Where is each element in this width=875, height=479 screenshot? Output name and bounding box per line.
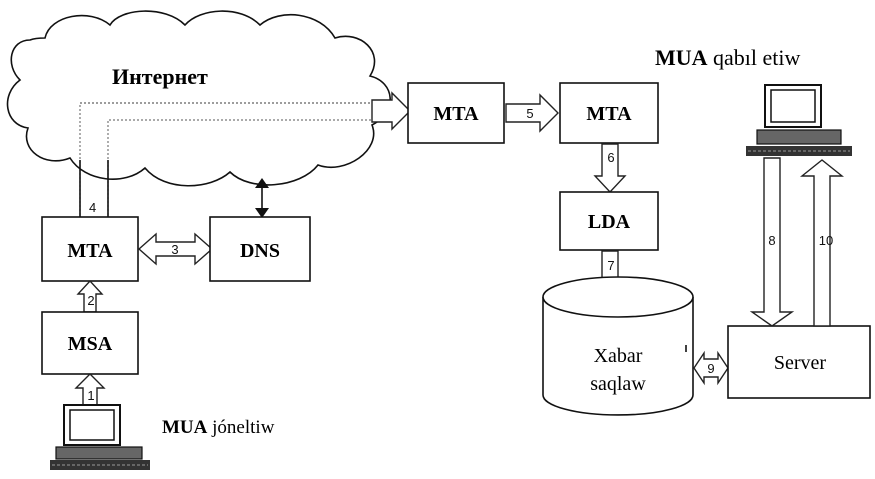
- step-9-label: 9: [707, 361, 714, 376]
- dns-label: DNS: [240, 240, 280, 262]
- step-1-label: 1: [87, 388, 94, 403]
- relay-to-dest-arrow: [505, 93, 559, 133]
- storage-label-line1: Xabar: [594, 345, 643, 367]
- internet-to-mta-arrow: [371, 91, 411, 131]
- mua-to-msa-arrow: [74, 373, 106, 406]
- dns-box: [209, 216, 311, 282]
- server-label: Server: [774, 352, 827, 374]
- mua-send-rest: jóneltiw: [207, 417, 274, 438]
- mua-send-label: MUA jóneltiw: [162, 417, 275, 438]
- mua-to-server-arrow: [749, 157, 795, 327]
- message-storage-cylinder: [542, 276, 694, 416]
- dns-internet-arrow-up: [255, 178, 269, 188]
- mta-relay-box: [407, 82, 505, 144]
- step-5-label: 5: [526, 106, 533, 121]
- mta-to-lda-arrow: [593, 143, 627, 194]
- internet-cloud: [6, 10, 391, 187]
- step-2-label: 2: [87, 293, 94, 308]
- mua-send-bold: MUA: [162, 417, 208, 438]
- step-3-label: 3: [171, 242, 178, 257]
- lda-box: [559, 191, 659, 251]
- mta-sender-label: MTA: [67, 240, 113, 262]
- server-to-mua-arrow: [800, 159, 844, 327]
- lda-label: LDA: [588, 211, 631, 233]
- mta-dest-box: [559, 82, 659, 144]
- internet-label: Интернет: [112, 64, 208, 89]
- step-7-label: 7: [607, 258, 614, 273]
- mta-relay-label: MTA: [433, 103, 479, 125]
- dns-internet-arrow-down: [255, 208, 269, 218]
- mua-receive-label: MUA qabıl etiw: [655, 45, 801, 70]
- receiver-computer-icon: [746, 84, 852, 156]
- mua-receive-bold: MUA: [655, 45, 708, 70]
- server-box: [727, 325, 871, 399]
- step-10-label: 10: [819, 233, 833, 248]
- step-4-label: 4: [89, 200, 96, 215]
- msa-to-mta-arrow: [76, 279, 104, 313]
- mua-receive-rest: qabıl etiw: [708, 45, 801, 70]
- step-6-label: 6: [607, 150, 614, 165]
- step-8-label: 8: [768, 233, 775, 248]
- sender-computer-icon: [50, 404, 150, 470]
- msa-label: MSA: [68, 333, 113, 355]
- mta-dest-label: MTA: [586, 103, 632, 125]
- storage-label-line2: saqlaw: [590, 373, 646, 395]
